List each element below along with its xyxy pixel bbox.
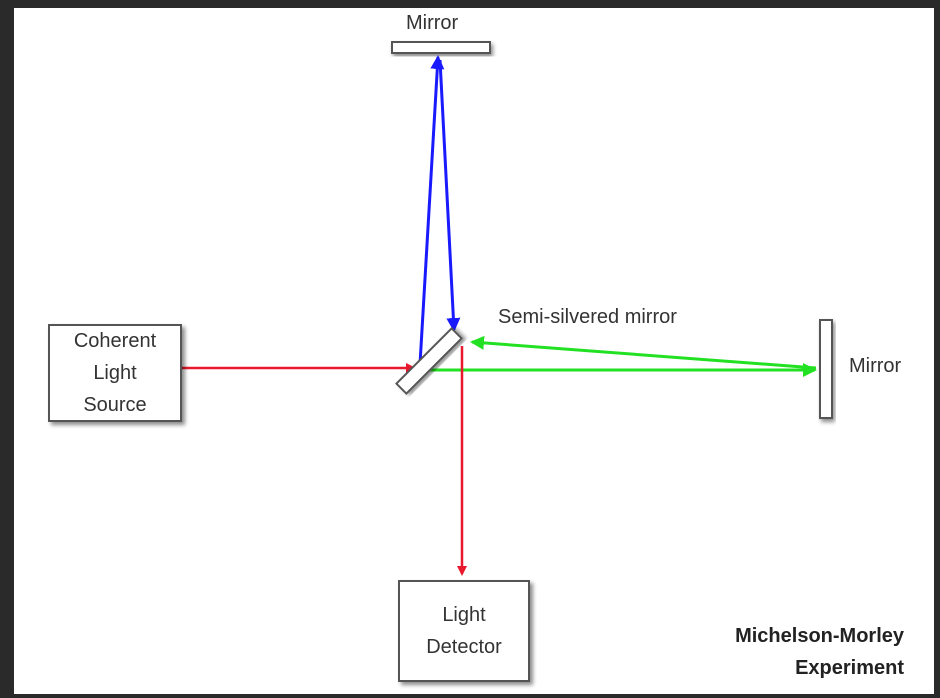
top-strip (0, 0, 940, 8)
detector-line-1: Light (442, 604, 486, 626)
semi-silvered-mirror-label: Semi-silvered mirror (498, 306, 677, 328)
vertical-arm-return (438, 59, 461, 332)
coherent-light-source-box: Coherent Light Source (48, 324, 182, 422)
top-mirror-label: Mirror (406, 12, 459, 34)
horizontal-arm-return (470, 335, 817, 370)
source-line-3: Source (83, 394, 147, 416)
right-mirror-label: Mirror (849, 355, 902, 377)
semi-silvered-mirror (395, 327, 463, 395)
right-mirror (819, 319, 833, 419)
caption-line-2: Experiment (795, 657, 904, 679)
diagram-canvas: Mirror Mirror Semi-silvered mirror Coher… (14, 8, 934, 694)
top-mirror (391, 41, 491, 54)
caption-line-1: Michelson-Morley (735, 625, 904, 647)
diagram-svg (180, 41, 833, 576)
diagram-caption: Michelson-Morley Experiment (735, 620, 904, 684)
source-line-2: Light (93, 362, 137, 384)
detector-line-2: Detector (426, 636, 502, 658)
source-line-1: Coherent (73, 330, 157, 352)
vertical-arm-outgoing (418, 55, 445, 365)
light-detector-box: Light Detector (398, 580, 530, 682)
